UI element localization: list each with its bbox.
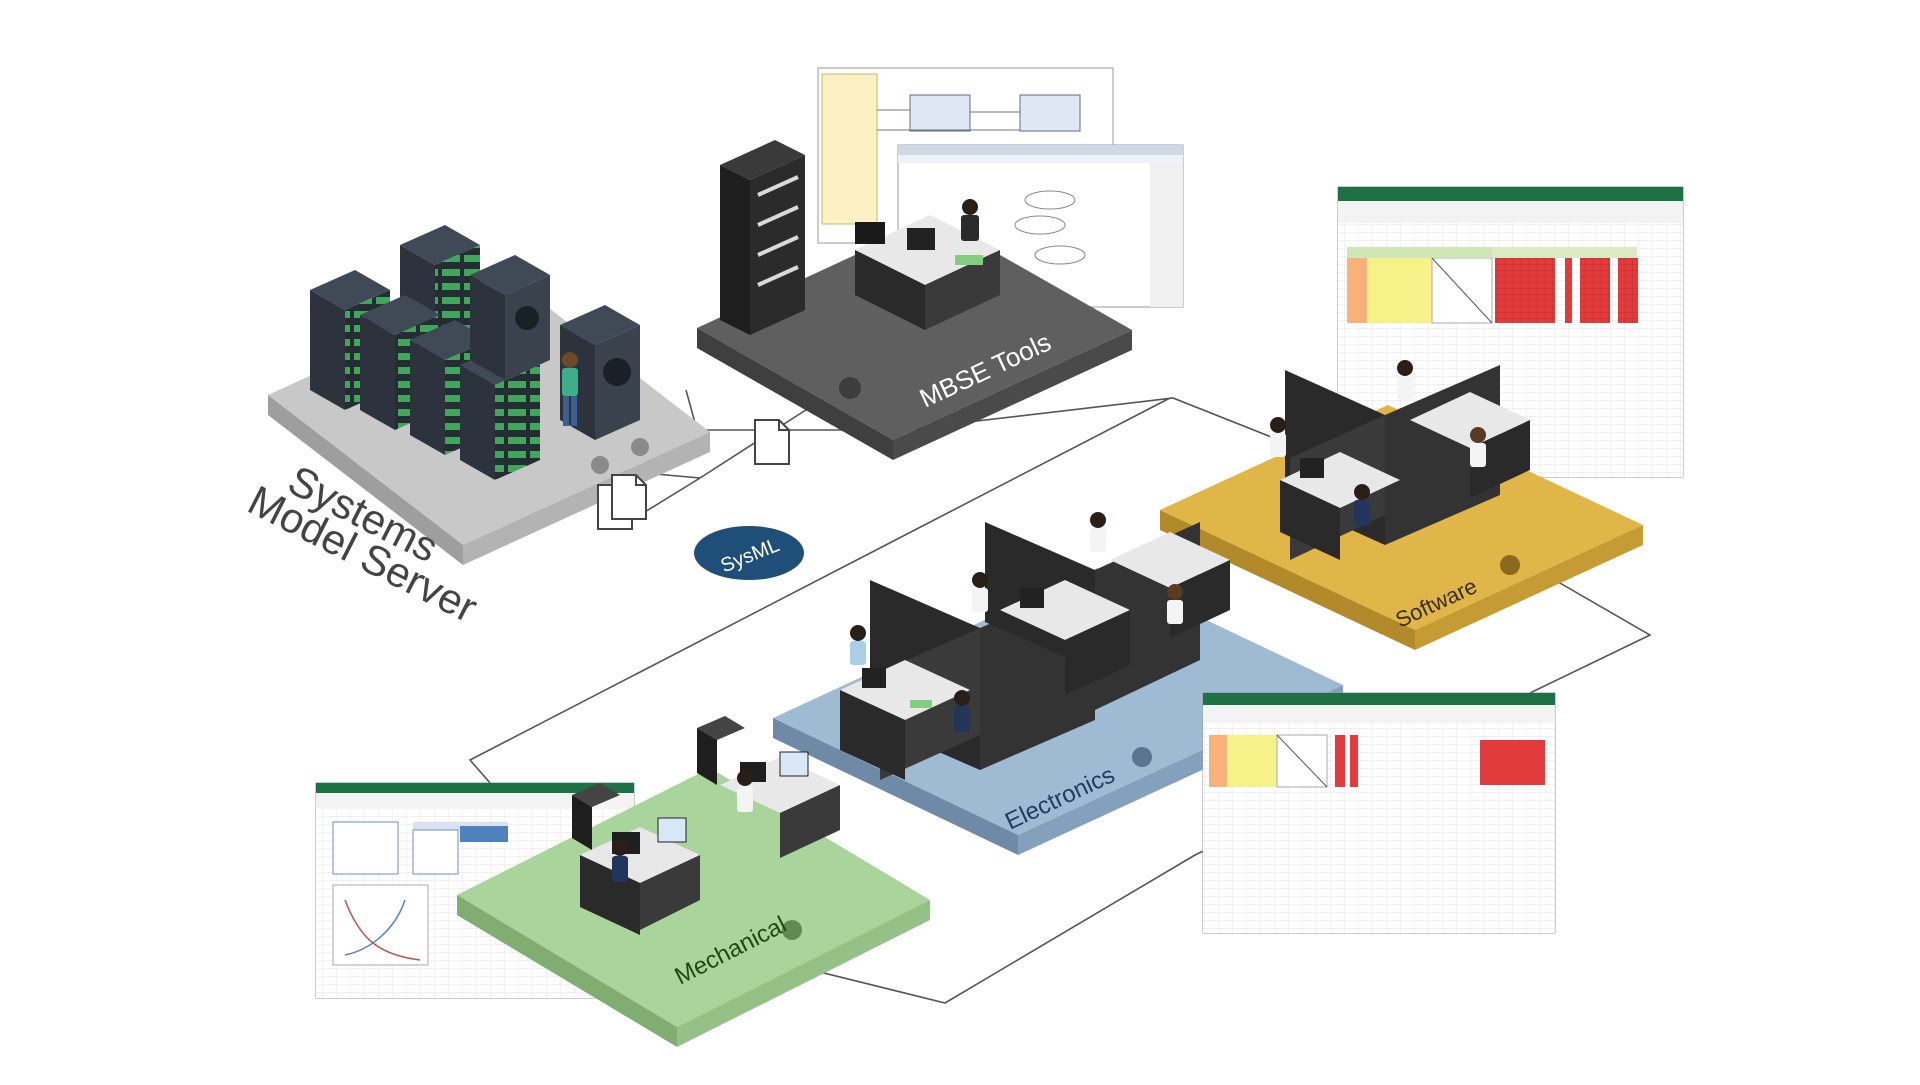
mbse-platform xyxy=(697,218,1132,440)
person-icon xyxy=(1270,417,1286,457)
double-document-icon xyxy=(597,474,647,530)
person-icon xyxy=(612,840,628,882)
systems-model-server: Systems Model Server xyxy=(241,225,710,631)
person-icon xyxy=(1470,427,1486,467)
workstation-icon xyxy=(1280,452,1400,560)
person-icon xyxy=(1397,360,1413,400)
mechanical-team: Mechanical xyxy=(457,716,930,1047)
person-icon xyxy=(850,625,866,665)
workstation-icon xyxy=(1000,580,1130,695)
person-icon xyxy=(961,199,979,241)
person-icon xyxy=(1167,584,1183,624)
workstation-icon xyxy=(580,817,700,935)
mbse-tools-station: MBSE Tools xyxy=(697,67,1184,460)
workstation-icon xyxy=(1110,532,1230,638)
workstation-icon xyxy=(840,660,970,780)
person-icon xyxy=(737,770,753,812)
server-rack-icon xyxy=(470,255,550,380)
software-team: Software xyxy=(1160,360,1643,650)
person-icon xyxy=(1090,512,1106,552)
file-cabinet xyxy=(697,716,745,785)
electronics-spreadsheet xyxy=(1202,692,1556,934)
file-cabinet xyxy=(572,783,620,850)
sysml-badge: SysML xyxy=(694,526,804,580)
person-icon xyxy=(562,352,578,426)
bookshelf xyxy=(720,140,805,335)
person-icon xyxy=(972,572,988,612)
person-icon xyxy=(1354,484,1370,526)
electronics-team: Electronics xyxy=(773,512,1343,855)
workstation-icon xyxy=(1410,392,1530,498)
person-icon xyxy=(954,690,970,732)
document-icon xyxy=(754,419,790,465)
